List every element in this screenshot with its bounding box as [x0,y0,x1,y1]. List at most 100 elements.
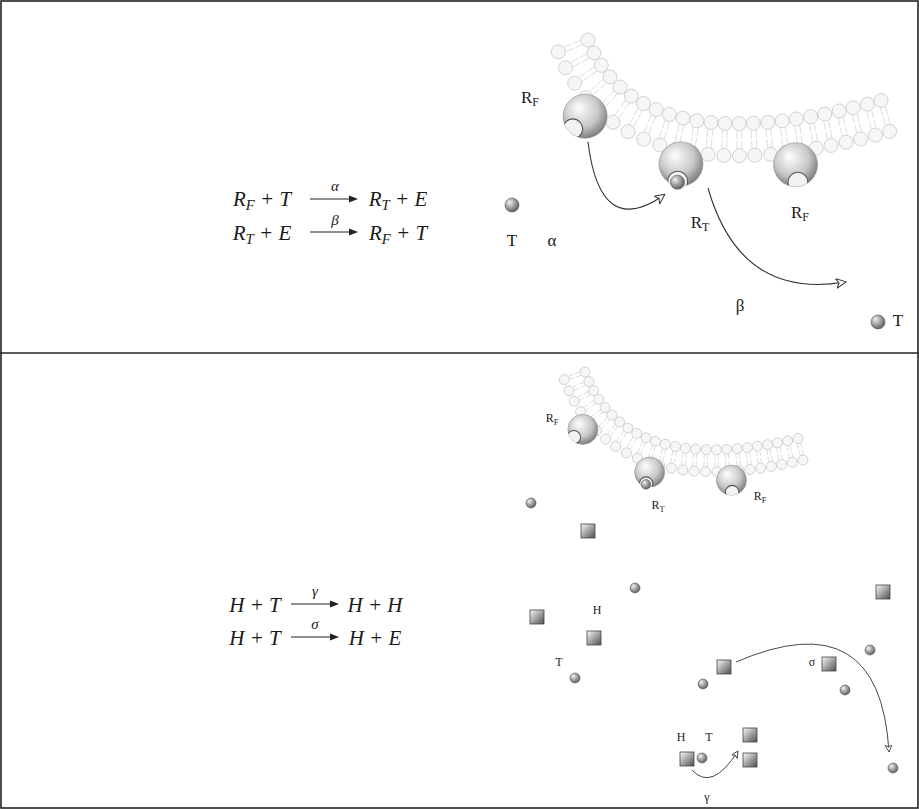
receptor-body [563,94,607,138]
t-particle [865,645,875,655]
lipid-head [594,58,608,72]
lipid-head [824,138,838,152]
lipid-tail [721,140,722,148]
species-label: RF [546,412,559,424]
lipid-head [637,132,651,146]
lipid-tail [584,392,588,394]
reaction-term: RF + T [369,223,427,244]
reaction-term: RF + T [233,189,291,210]
lipid-tail [814,123,815,131]
lipid-head [717,148,731,162]
lipid-head [742,443,752,453]
lipid-tail [675,452,677,457]
lipid-tail [781,138,783,146]
species-label: RF [754,490,767,502]
lipid-head [766,461,776,471]
receptor-binding-site [567,430,581,444]
lipid-tail [741,141,742,149]
lipid-tail [766,139,768,147]
lipid-tail [692,461,693,466]
lipid-head [636,97,650,111]
lipid-tail [711,140,713,148]
lipid-tail [725,454,726,459]
lipid-head [789,112,803,126]
lipid-tail [600,83,606,88]
species-label: RF [521,89,539,106]
lipid-tail [571,59,578,63]
lipid-tail [634,439,636,443]
free-receptor [774,143,818,192]
lipid-head [787,457,797,467]
lipid-tail [756,140,757,148]
lipid-tail [685,453,687,458]
lipid-tail [830,130,832,138]
lipid-head [606,115,620,129]
lipid-tail [659,130,661,138]
lipid-head [681,443,691,453]
lipid-head [818,107,832,121]
lipid-tail [771,456,773,461]
lipid-tail [697,128,698,136]
lipid-head [691,444,701,454]
lipid-head [798,455,808,465]
species-label: T [507,232,517,249]
lipid-tail [641,450,643,455]
h-particle [530,610,544,624]
lipid-tail [696,454,697,459]
lipid-tail [651,446,653,451]
lipid-tail [682,453,684,458]
lipid-tail [590,71,597,75]
lipid-head [763,440,773,450]
lipid-head [670,442,680,452]
t-particle [888,763,898,773]
lipid-tail [580,54,587,58]
free-receptor [716,465,746,499]
lipid-tail [799,451,800,456]
lipid-tail [788,453,789,458]
lipid-tail [615,427,618,431]
species-label: T [893,312,903,329]
lipid-tail [573,40,580,43]
lipid-tail [816,133,817,141]
lipid-tail [797,444,798,449]
lipid-head [868,128,882,142]
lipid-tail [648,452,650,457]
lipid-tail [881,108,883,116]
receptor-binding-site [639,477,653,491]
lipid-tail [634,120,638,127]
lipid-head [676,111,690,125]
lipid-tail [654,447,656,452]
lipid-head [594,394,604,404]
lipid-head [752,441,762,451]
lipid-tail [578,395,582,397]
lipid-head [624,89,638,103]
lipid-head [722,444,732,454]
lipid-head [611,441,621,451]
lipid-head [621,125,635,139]
lipid-tail [736,131,737,139]
lipid-tail [667,122,669,130]
species-label: RT [691,214,710,231]
receptor-body [568,414,598,444]
lipid-tail [566,49,573,52]
lipid-tail [829,120,831,128]
lipid-tail [741,131,742,139]
lipid-tail [770,449,772,454]
receptor-binding-site [725,485,739,499]
lipid-head [559,375,569,385]
lipid-head [569,396,579,406]
lipid-tail [787,446,788,451]
lipid-tail [757,458,759,463]
lipid-head [701,445,711,455]
lipid-tail [592,404,596,407]
lipid-head [874,94,888,108]
binding-arrow [588,142,664,209]
lipid-tail [630,437,632,441]
t-particle [526,498,536,508]
lipid-tail [838,118,840,126]
lipid-head [783,436,793,446]
rate-constant: γ [312,584,318,599]
lipid-tail [644,124,647,131]
lipid-head [756,463,766,473]
reaction-term: RT + E [233,223,292,244]
